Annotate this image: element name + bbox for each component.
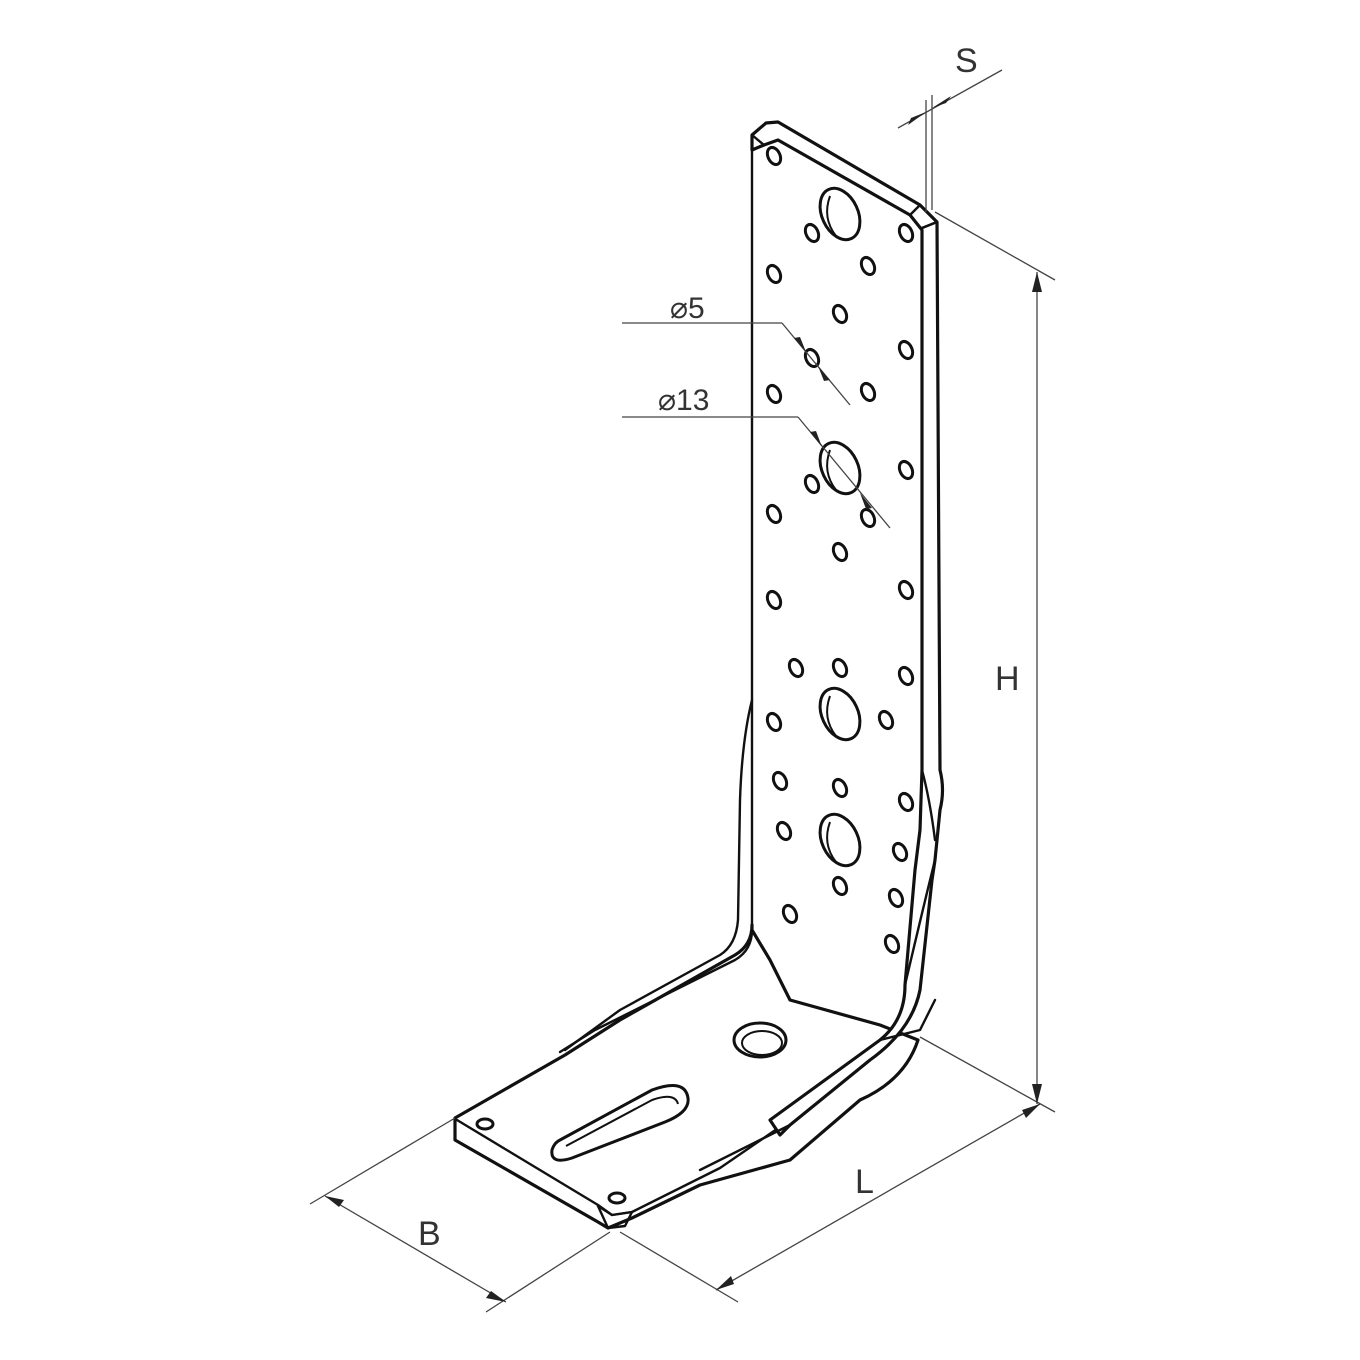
- small-hole: [765, 503, 783, 525]
- large-hole-inner-edge: [826, 821, 837, 863]
- small-hole: [883, 933, 901, 955]
- flange-front-thickness: [453, 1116, 610, 1230]
- small-hole: [897, 339, 915, 361]
- small-holes: [765, 145, 915, 955]
- h-arrow-top: [1032, 272, 1042, 292]
- small-hole: [877, 709, 895, 731]
- small-hole: [765, 711, 783, 733]
- s-arrow-2: [932, 96, 951, 108]
- small-hole: [765, 263, 783, 285]
- large-hole: [818, 812, 862, 868]
- d13-arrow-2: [860, 493, 872, 509]
- small-hole: [803, 473, 821, 495]
- h-extension-top: [934, 211, 1056, 281]
- small-hole: [897, 579, 915, 601]
- small-hole: [775, 820, 793, 842]
- l-dimension-line: [715, 1103, 1041, 1291]
- label-width-b: B: [418, 1215, 441, 1253]
- small-hole: [887, 887, 905, 909]
- label-large-hole-diameter: ⌀13: [658, 384, 709, 417]
- label-height-h: H: [995, 660, 1020, 698]
- small-hole: [831, 875, 849, 897]
- small-hole: [765, 145, 783, 167]
- vertical-plate-inner-bend: [558, 698, 754, 1054]
- h-arrow-bottom: [1032, 1084, 1042, 1104]
- label-small-hole-diameter: ⌀5: [670, 292, 705, 325]
- small-hole: [803, 222, 821, 244]
- d13-arrow-1: [810, 431, 822, 447]
- label-thickness-s: S: [955, 42, 978, 80]
- small-hole: [831, 777, 849, 799]
- small-hole: [897, 791, 915, 813]
- flange-corner-hole-left: [475, 1117, 495, 1131]
- d5-arrow-2: [818, 366, 830, 381]
- small-hole: [831, 303, 849, 325]
- b-dimension-line: [324, 1195, 507, 1303]
- l-arrow-left: [716, 1276, 734, 1290]
- large-holes: [818, 186, 862, 868]
- flange-slot-inner: [565, 1095, 679, 1147]
- l-arrow-right: [1022, 1104, 1040, 1118]
- small-hole: [831, 657, 849, 679]
- flange-round-hole-inner: [741, 1030, 783, 1056]
- b-extension-back: [309, 1117, 456, 1205]
- b-arrow-back: [325, 1196, 344, 1207]
- vertical-plate-face: [563, 133, 754, 1052]
- bottom-corner: [596, 1204, 634, 1230]
- b-arrow-front: [486, 1291, 506, 1302]
- small-hole: [859, 381, 877, 403]
- flange-round-hole: [732, 1021, 788, 1059]
- large-hole-inner-edge: [826, 695, 837, 737]
- b-extension-front: [485, 1231, 611, 1313]
- dimensions: S H L B ⌀5 ⌀13: [309, 42, 1056, 1313]
- s-arrow-1: [908, 112, 926, 125]
- small-hole: [765, 383, 783, 405]
- angle-bracket: [453, 120, 945, 1230]
- large-hole-inner-edge: [826, 195, 837, 237]
- small-hole: [771, 770, 789, 792]
- small-hole: [891, 841, 909, 863]
- small-hole: [831, 541, 849, 563]
- small-hole: [765, 589, 783, 611]
- small-hole: [897, 665, 915, 687]
- d5-arrow-1: [794, 337, 806, 352]
- small-hole: [897, 459, 915, 481]
- d5-leader-diagonal: [781, 322, 851, 406]
- small-hole: [781, 903, 799, 925]
- top-chamfer: [750, 133, 939, 230]
- label-length-l: L: [855, 1163, 874, 1201]
- small-hole: [859, 255, 877, 277]
- flange-slot-hole: [550, 1084, 690, 1162]
- l-extension-front: [619, 1231, 739, 1303]
- small-hole: [897, 222, 915, 244]
- large-hole: [818, 186, 862, 242]
- large-hole: [818, 686, 862, 742]
- h-extension-bottom: [919, 1036, 1056, 1113]
- flange-corner-hole-right: [607, 1191, 627, 1205]
- small-hole: [859, 507, 877, 529]
- small-hole: [787, 657, 805, 679]
